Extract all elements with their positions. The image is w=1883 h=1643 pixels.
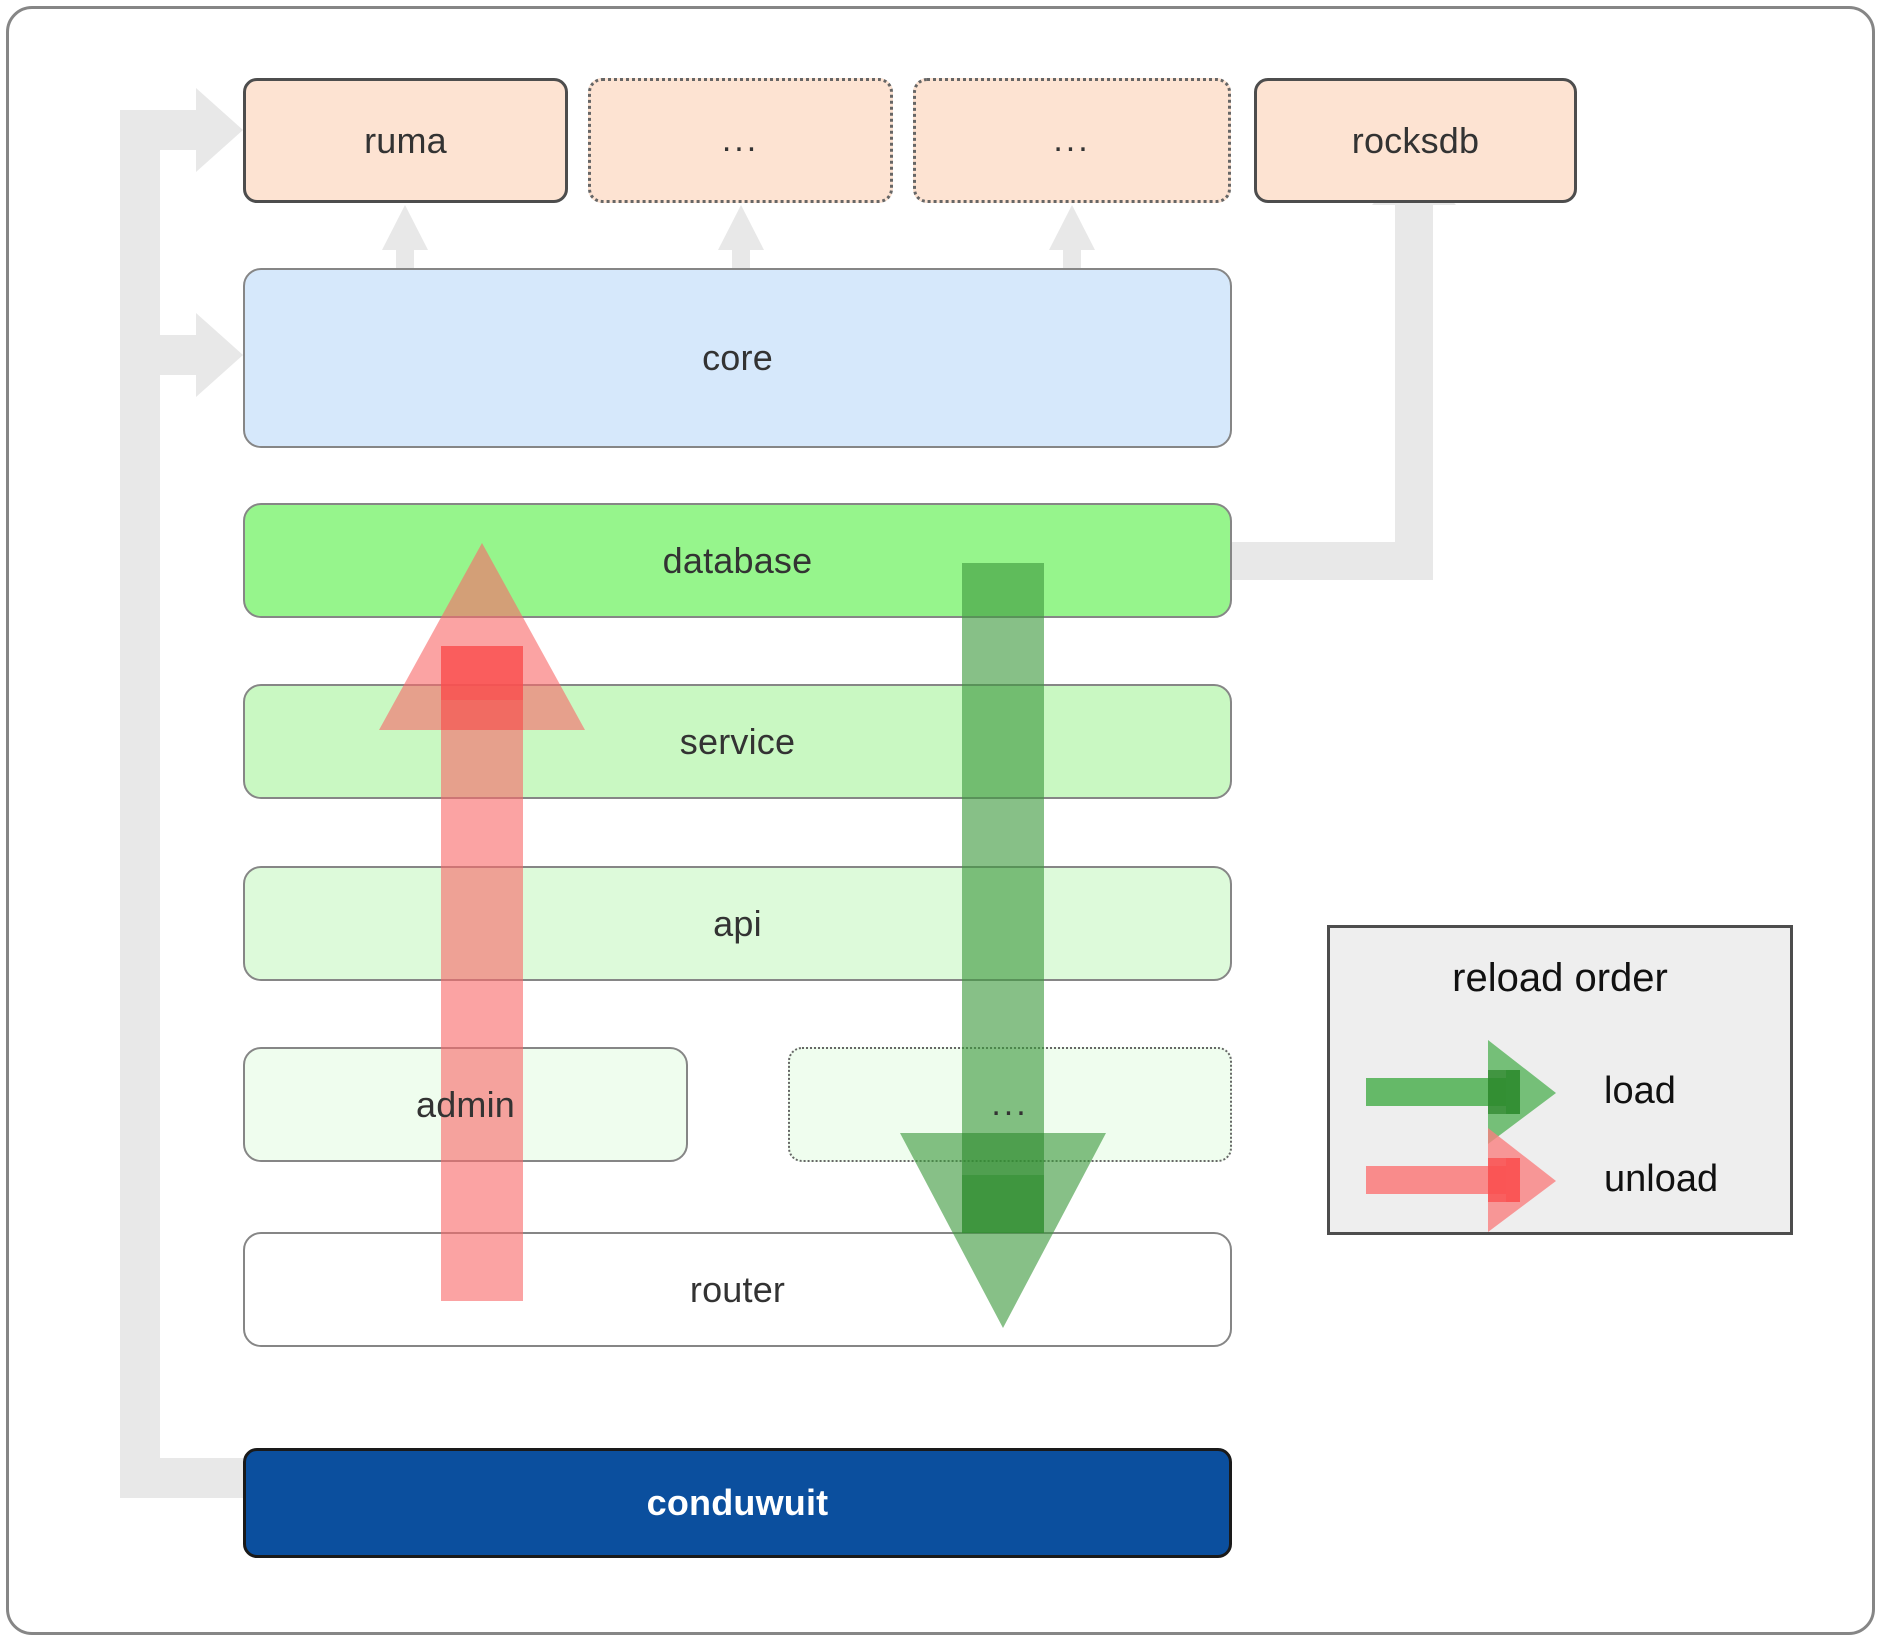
node-admin-label: admin bbox=[415, 1083, 516, 1125]
node-core-label: core bbox=[702, 337, 773, 378]
node-dots-admin-row[interactable]: ... bbox=[788, 1047, 1232, 1162]
node-rocksdb-label: rocksdb bbox=[1351, 119, 1480, 161]
node-database[interactable]: database bbox=[243, 503, 1232, 618]
node-ruma-label: ruma bbox=[364, 119, 447, 161]
node-service-label: service bbox=[679, 720, 796, 762]
load-arrow-icon bbox=[1366, 1040, 1556, 1144]
node-dots-top-1[interactable]: ... bbox=[588, 78, 893, 203]
unload-arrow-icon bbox=[1366, 1128, 1556, 1232]
node-database-label: database bbox=[662, 539, 813, 581]
node-dots-top-2-label: ... bbox=[1053, 121, 1091, 159]
node-dots-admin-row-label: ... bbox=[991, 1085, 1029, 1123]
node-rocksdb[interactable]: rocksdb bbox=[1254, 78, 1577, 203]
legend-arrow-icons bbox=[1366, 1040, 1556, 1232]
legend-title: reload order bbox=[1452, 956, 1668, 1000]
node-router[interactable]: router bbox=[243, 1232, 1232, 1347]
node-ruma[interactable]: ruma bbox=[243, 78, 568, 203]
legend-reload-order: reload order load unload bbox=[1327, 925, 1793, 1235]
node-conduwuit-label: conduwuit bbox=[646, 1482, 829, 1523]
node-api[interactable]: api bbox=[243, 866, 1232, 981]
node-dots-top-2[interactable]: ... bbox=[913, 78, 1231, 203]
legend-label-load: load bbox=[1604, 1070, 1676, 1112]
node-core[interactable]: core bbox=[243, 268, 1232, 448]
node-router-label: router bbox=[689, 1268, 786, 1310]
diagram-frame bbox=[6, 6, 1875, 1635]
node-conduwuit[interactable]: conduwuit bbox=[243, 1448, 1232, 1558]
node-admin[interactable]: admin bbox=[243, 1047, 688, 1162]
node-api-label: api bbox=[713, 902, 762, 944]
node-service[interactable]: service bbox=[243, 684, 1232, 799]
legend-label-unload: unload bbox=[1604, 1158, 1719, 1200]
node-dots-top-1-label: ... bbox=[721, 121, 760, 159]
